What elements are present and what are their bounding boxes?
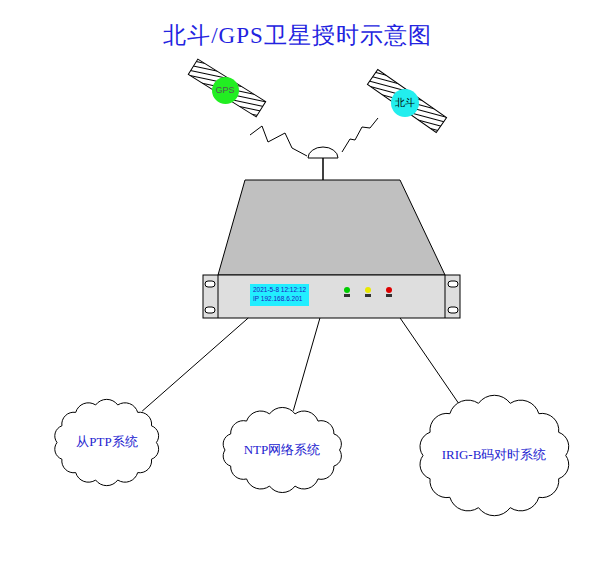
lcd-display: 2021-5-8 12:12:12IP 192.168.6.201 — [250, 284, 309, 306]
antenna-dome — [308, 147, 338, 158]
device-front-panel — [203, 275, 460, 318]
display-line: 2021-5-8 12:12:12 — [253, 286, 306, 295]
cloud-shape — [55, 399, 159, 485]
satellite-panel — [367, 70, 446, 133]
system-name: NTP网络系统 — [244, 441, 321, 459]
signal-zigzag — [342, 118, 378, 152]
rack-slot — [205, 307, 215, 313]
rack-ear-edge — [445, 275, 446, 318]
rack-slot — [448, 307, 458, 313]
led-mark — [344, 294, 350, 297]
rack-slot — [205, 281, 215, 287]
system-cloud: NTP网络系统 — [216, 404, 349, 496]
connector-line — [400, 318, 460, 405]
satellite-badge: 北斗 — [391, 89, 419, 117]
system-cloud: IRIG-B码对时系统 — [414, 393, 575, 518]
led-mark — [365, 294, 371, 297]
led-red — [386, 287, 392, 293]
system-cloud: 从PTP系统 — [48, 395, 165, 490]
diagram-title: 北斗/GPS卫星授时示意图 — [0, 20, 595, 51]
led-mark — [386, 294, 392, 297]
device-top — [218, 180, 445, 275]
satellite-name: GPS — [215, 85, 234, 95]
system-name: IRIG-B码对时系统 — [442, 446, 547, 464]
display-line: IP 192.168.6.201 — [253, 295, 306, 304]
rack-slot — [448, 281, 458, 287]
satellite-badge: GPS — [212, 77, 239, 104]
connector-line — [142, 318, 248, 411]
satellite-panel — [188, 59, 265, 117]
antenna-mast — [322, 158, 324, 180]
system-name: 从PTP系统 — [76, 433, 137, 451]
connector-line — [293, 318, 320, 411]
satellite-name: 北斗 — [395, 96, 415, 110]
signal-zigzag — [250, 126, 307, 156]
title-text: 北斗/GPS卫星授时示意图 — [163, 23, 432, 48]
cloud-shape — [223, 407, 341, 492]
rack-ear-edge — [218, 275, 219, 318]
device-panel: 2021-5-8 12:12:12IP 192.168.6.201 — [203, 275, 460, 318]
led-yellow — [365, 287, 371, 293]
cloud-shape — [420, 395, 569, 515]
led-green — [344, 287, 350, 293]
